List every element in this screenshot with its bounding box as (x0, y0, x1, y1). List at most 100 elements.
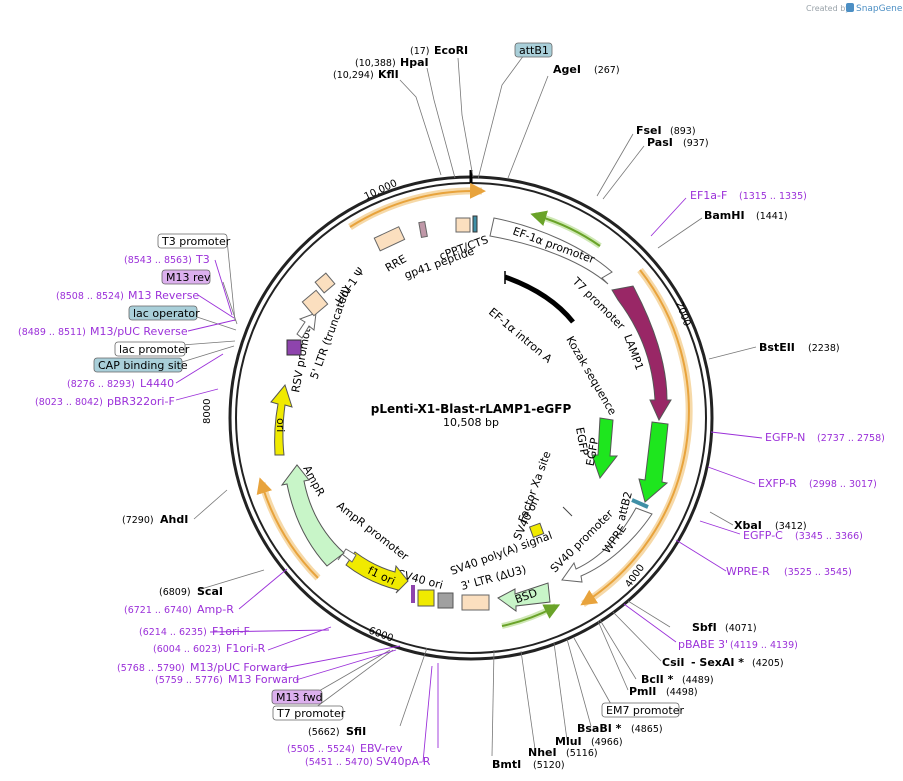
enzyme-pos-bsabi: (4865) (631, 724, 663, 735)
feature-3ltr[interactable] (461, 594, 490, 611)
feature-attb2[interactable] (631, 498, 649, 509)
enzyme-pmli[interactable]: PmlI (629, 685, 656, 698)
feature-rsv-promoter[interactable] (296, 312, 317, 339)
primer-f1ori-f[interactable]: F1ori-F (212, 625, 250, 638)
feature-ampr-promoter[interactable]: AmpR promoter (334, 499, 411, 563)
primer-ebv-rev[interactable]: EBV-rev (360, 742, 403, 755)
feature-label-ori: ori (274, 418, 287, 432)
enzyme-xbai[interactable]: XbaI (734, 519, 762, 532)
enzyme-sexai[interactable]: - SexAI * (691, 656, 744, 669)
enzyme-bmti[interactable]: BmtI (492, 758, 521, 771)
green-arc-bottom (501, 603, 558, 629)
primer-pos-pbabe3: (4119 .. 4139) (730, 640, 798, 651)
primer-m13-puc-reverse[interactable]: M13/pUC Reverse (90, 325, 188, 338)
feature-label-t7-promoter: T7 promoter (569, 274, 628, 333)
svg-text:M13 rev: M13 rev (166, 271, 211, 284)
svg-text:lac operator: lac operator (133, 307, 200, 320)
primer-m13-forward[interactable]: M13 Forward (228, 673, 299, 686)
feature-bsd[interactable]: BSD (497, 582, 551, 612)
primer-sv40pa-r[interactable]: SV40pA-R (376, 755, 431, 768)
primer-pbr322ori-f[interactable]: pBR322ori-F (107, 395, 175, 408)
enzyme-nhei[interactable]: NheI (528, 746, 557, 759)
enzyme-ahdi[interactable]: AhdI (160, 513, 188, 526)
enzyme-bsabi[interactable]: BsaBI * (577, 722, 622, 735)
primer-t3[interactable]: T3 (195, 253, 210, 266)
box-t3-promoter[interactable]: T3 promoter (157, 233, 231, 249)
enzyme-sfii[interactable]: SfiI (346, 725, 366, 738)
primer-exfp-r[interactable]: EXFP-R (758, 477, 797, 490)
box-lac-promoter[interactable]: lac promoter (114, 341, 190, 357)
enzyme-csii[interactable]: CsiI (662, 656, 684, 669)
feature-sv40-ori-inner[interactable] (528, 522, 545, 538)
primer-pos-l4440: (8276 .. 8293) (67, 379, 135, 390)
box-cap-binding-site[interactable]: CAP binding site (93, 357, 188, 373)
primer-pbabe3[interactable]: pBABE 3' (678, 638, 728, 651)
primer-f1ori-r[interactable]: F1ori-R (226, 642, 266, 655)
enzyme-pasi[interactable]: PasI (647, 136, 673, 149)
box-em7-promoter[interactable]: EM7 promoter (601, 702, 684, 718)
feature-hiv-psi[interactable] (314, 272, 336, 294)
primer-egfp-n[interactable]: EGFP-N (765, 431, 805, 444)
primer-m13-reverse[interactable]: M13 Reverse (128, 289, 199, 302)
box-m13-rev[interactable]: M13 rev (161, 269, 211, 285)
enzyme-agei[interactable]: AgeI (553, 63, 581, 76)
enzyme-pos-xbai: (3412) (775, 521, 807, 532)
primer-pos-f1ori-f: (6214 .. 6235) (139, 627, 207, 638)
primer-wpre-r[interactable]: WPRE-R (726, 565, 770, 578)
plasmid-size: 10,508 bp (443, 416, 499, 429)
feature-label-hiv-psi: HIV-1 Ψ (333, 265, 368, 307)
primer-amp-r[interactable]: Amp-R (197, 603, 234, 616)
enzyme-pos-bmti: (5120) (533, 760, 565, 771)
primer-pos-ebv-rev: (5505 .. 5524) (287, 744, 355, 755)
enzyme-scai[interactable]: ScaI (197, 585, 223, 598)
feature-ori[interactable]: ori (270, 383, 293, 456)
enzyme-bamhi[interactable]: BamHI (704, 209, 745, 222)
feature-cppt[interactable] (455, 217, 471, 233)
svg-text:lac promoter: lac promoter (119, 343, 190, 356)
primer-m13-puc-forward[interactable]: M13/pUC Forward (190, 661, 288, 674)
enzyme-pos-sfii: (5662) (308, 727, 340, 738)
primer-pos-m13-puc-forward: (5768 .. 5790) (117, 663, 185, 674)
feature-label-kozak: Kozak sequence (563, 334, 619, 418)
credit-brand: SnapGene (856, 4, 903, 14)
primer-egfp-c[interactable]: EGFP-C (743, 529, 783, 542)
box-lac-operator[interactable]: lac operator (128, 305, 200, 321)
feature-5ltr[interactable] (301, 289, 329, 317)
enzyme-bsteii[interactable]: BstEII (759, 341, 795, 354)
enzyme-pos-ecori: (17) (410, 46, 430, 57)
feature-egfp-outer[interactable]: EGFP (584, 421, 669, 503)
feature-sv40-polya[interactable] (437, 592, 454, 609)
primer-pos-pbr322ori-f: (8023 .. 8042) (35, 397, 103, 408)
enzyme-kfli[interactable]: KflI (378, 68, 399, 81)
plasmid-name: pLenti-X1-Blast-rLAMP1-eGFP (371, 402, 572, 416)
enzyme-fsei[interactable]: FseI (636, 124, 662, 137)
green-arc-top-line (530, 210, 601, 247)
feature-f1-ori[interactable]: f1 ori (345, 551, 409, 594)
box-m13-fwd[interactable]: M13 fwd (271, 689, 323, 705)
factor-xa-marker (562, 506, 573, 517)
primer-ef1a-f[interactable]: EF1a-F (690, 189, 727, 202)
feature-gp41[interactable] (418, 221, 428, 238)
enzyme-leaders (193, 57, 757, 757)
feature-ef1a-promoter[interactable]: EF-1α promoter (489, 217, 613, 285)
feature-ampr[interactable]: AmpR (280, 463, 345, 567)
primer-l4440[interactable]: L4440 (140, 377, 174, 390)
feature-sv40-ori-outer[interactable] (417, 589, 435, 607)
box-attb1[interactable]: attB1 (514, 42, 553, 58)
enzyme-bcli[interactable]: BclI * (641, 673, 674, 686)
box-leaders (181, 54, 613, 712)
svg-text:attB1: attB1 (519, 44, 549, 57)
enzyme-sbfi[interactable]: SbfI (692, 621, 717, 634)
feature-label-ef1a-intron: EF-1α intron A (486, 305, 555, 366)
primer-pos-egfp-c: (3345 .. 3366) (795, 531, 863, 542)
feature-egfp-inner[interactable]: EGFP (573, 417, 619, 480)
feature-rre[interactable] (373, 226, 406, 252)
enzyme-ecori[interactable]: EcoRI (434, 44, 468, 57)
enzyme-mlui[interactable]: MluI (555, 735, 582, 748)
enzyme-hpai[interactable]: HpaI (400, 56, 429, 69)
enzyme-pos-ahdi: (7290) (122, 515, 154, 526)
enzyme-pos-fsei: (893) (670, 126, 696, 137)
box-t7-promoter[interactable]: T7 promoter (272, 705, 346, 721)
feature-ef1a-intron[interactable]: EF-1α intron A (486, 271, 575, 366)
primer-pos-m13-forward: (5759 .. 5776) (155, 675, 223, 686)
